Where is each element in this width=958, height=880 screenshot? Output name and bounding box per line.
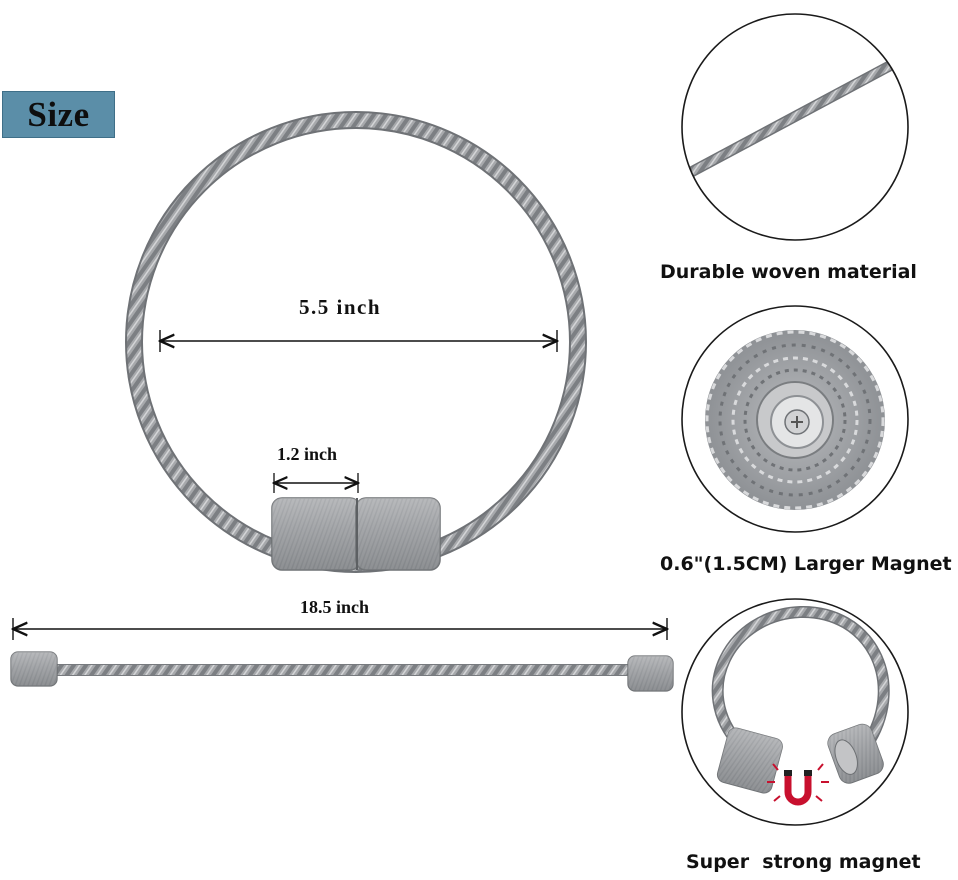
size-badge: Size <box>2 91 115 138</box>
feature-caption-larger-magnet: 0.6"(1.5CM) Larger Magnet <box>660 553 952 575</box>
ring-magnet-clasp <box>271 497 441 571</box>
magnet-end-closeup <box>681 305 909 533</box>
magnet-length-label: 1.2 inch <box>277 444 338 464</box>
rope-ring <box>125 111 587 573</box>
straight-rope <box>10 651 674 692</box>
feature-caption-strong-magnet: Super strong magnet <box>686 851 921 873</box>
feature-caption-woven: Durable woven material <box>660 261 917 283</box>
ring-width-label: 5.5 inch <box>299 295 382 319</box>
magnet-symbol-icon <box>767 763 829 806</box>
woven-rope-closeup <box>681 13 909 241</box>
straight-length-label: 18.5 inch <box>300 597 370 617</box>
magnet-ring-closeup <box>681 598 909 826</box>
